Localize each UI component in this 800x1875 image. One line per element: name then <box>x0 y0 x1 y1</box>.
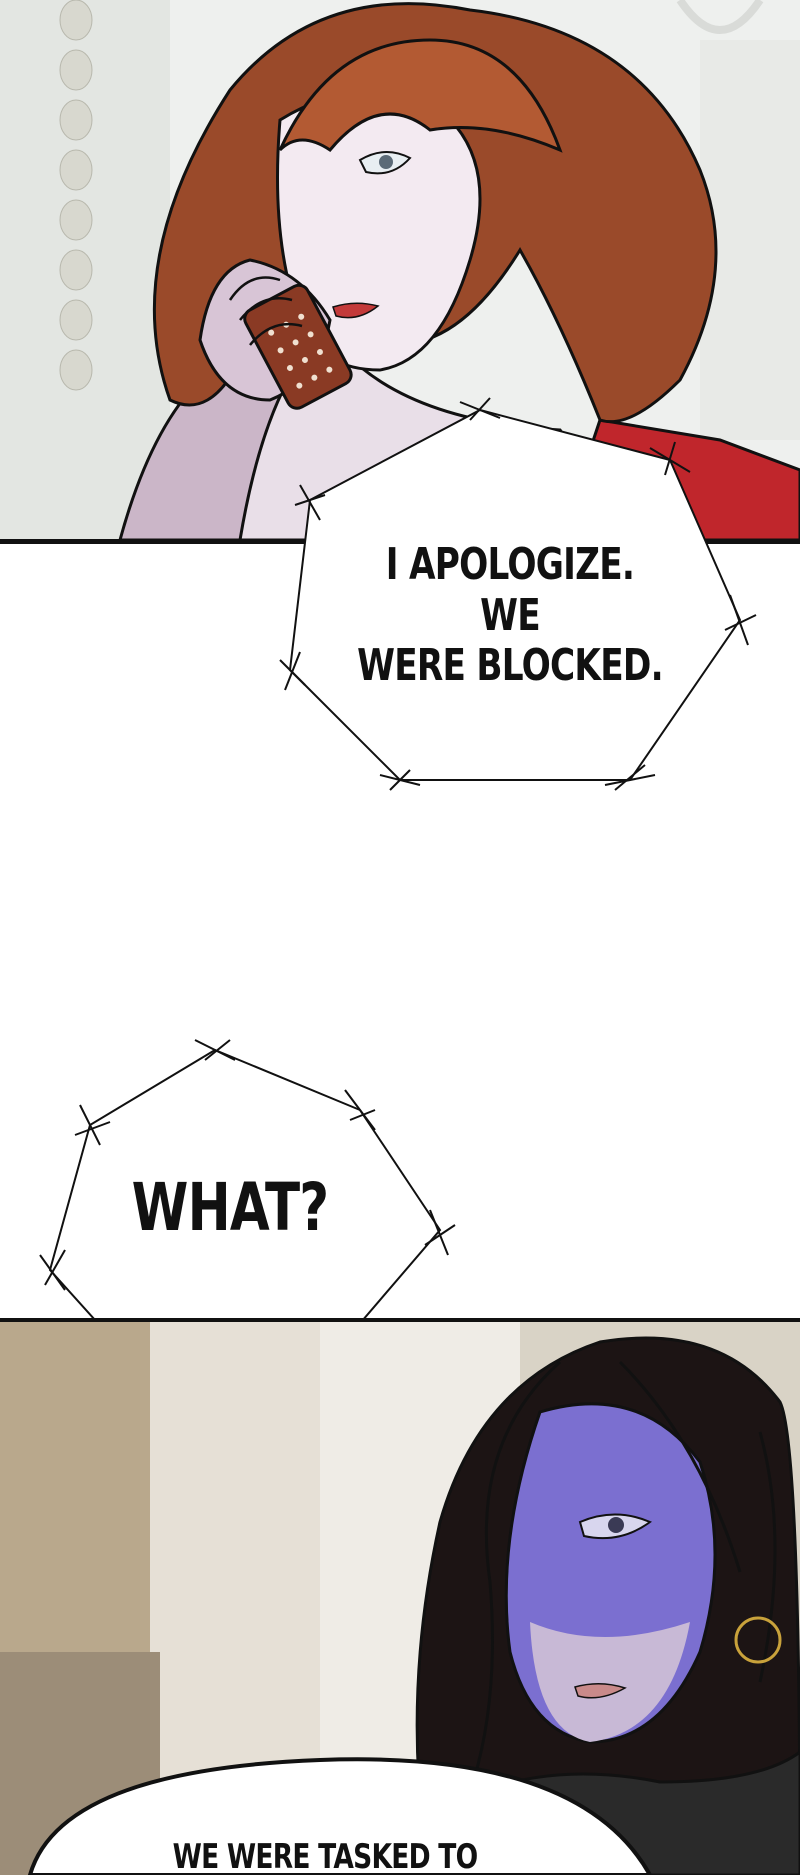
speech-bubble-top <box>279 397 757 791</box>
speech-text-tasked: WE WERE TASKED TO <box>172 1837 478 1875</box>
panel-bottom-art <box>0 1322 800 1875</box>
speech-text-what: WHAT? <box>131 1169 330 1246</box>
speech-bubble-bottom <box>27 1757 653 1875</box>
panel-top-art <box>0 0 800 540</box>
panel-bottom-border <box>0 1318 800 1323</box>
panel-woman-on-phone <box>0 0 800 540</box>
speech-text-apology: I APOLOGIZE. WE WERE BLOCKED. <box>357 539 663 692</box>
panel-dark-haired-woman <box>0 1322 800 1875</box>
